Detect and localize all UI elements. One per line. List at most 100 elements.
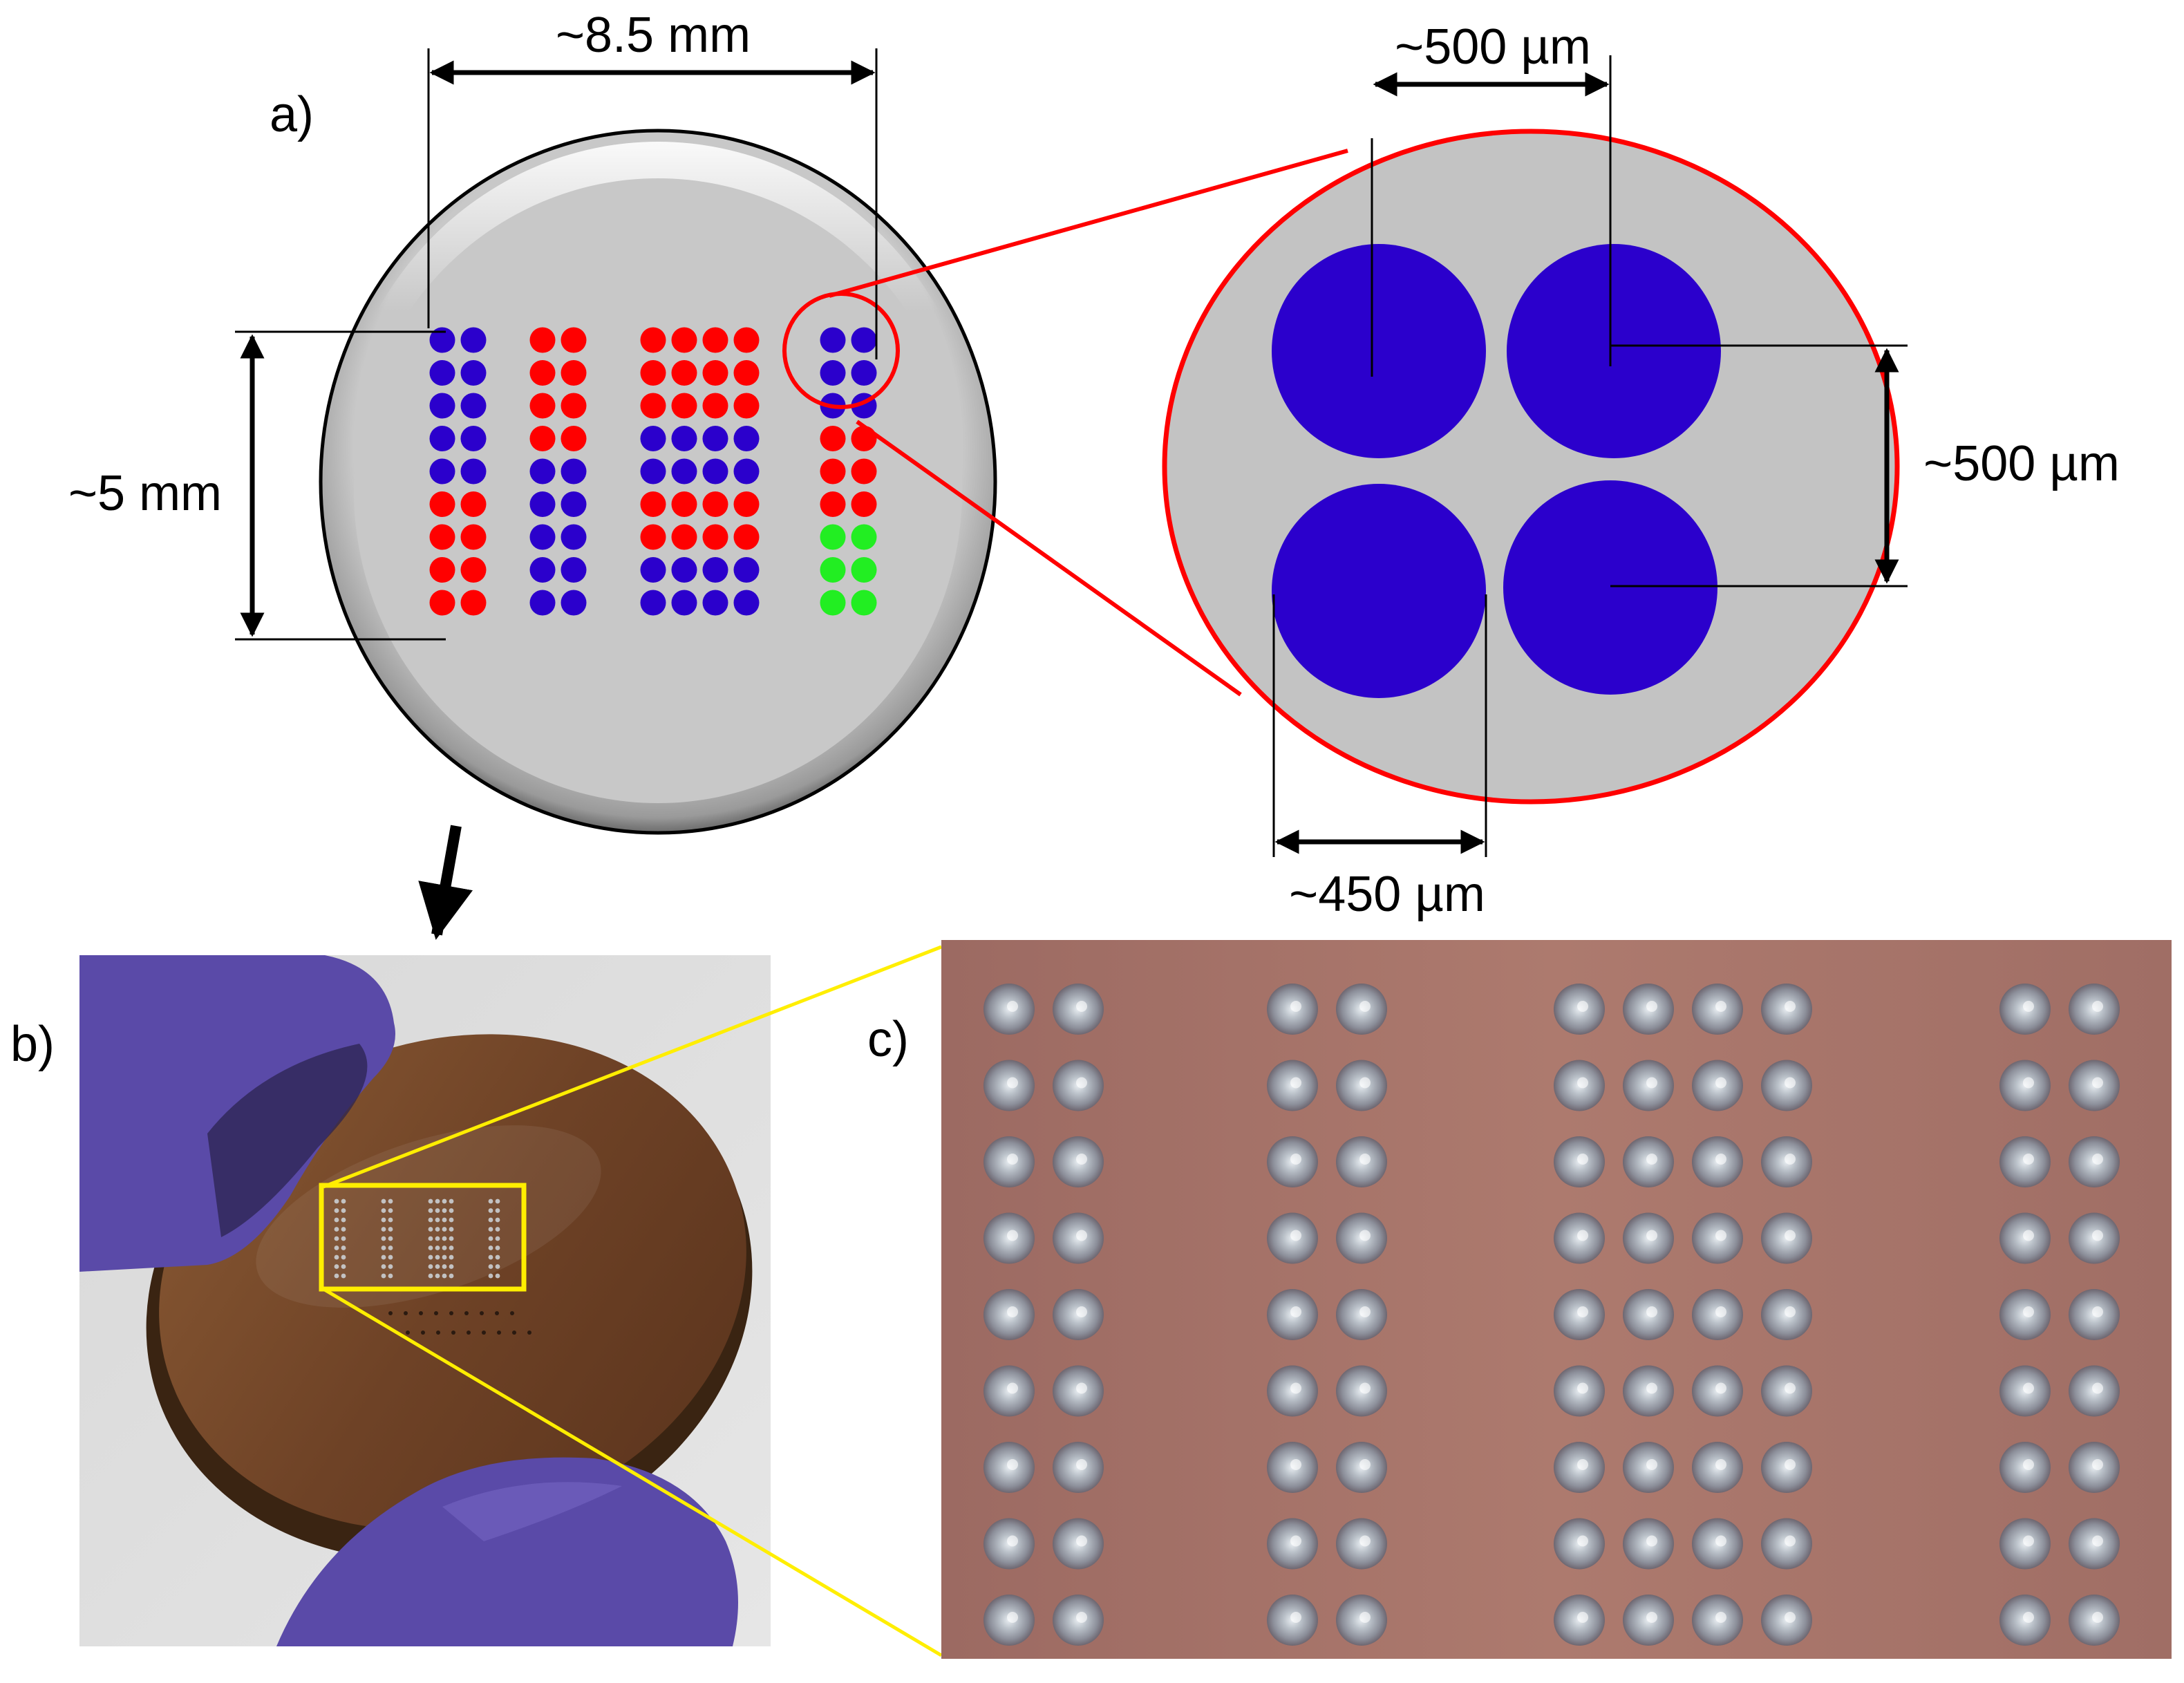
photo-spot: [442, 1198, 447, 1204]
micro-well-highlight: [1359, 1382, 1371, 1394]
spot-blue: [702, 458, 728, 485]
spot-blue: [561, 524, 587, 550]
photo-spot: [488, 1273, 493, 1279]
photo-spot: [495, 1236, 500, 1241]
micro-well-highlight: [1290, 1077, 1301, 1089]
micro-well-highlight: [2023, 1459, 2034, 1470]
spot-blue: [561, 458, 587, 485]
spot-blue: [561, 557, 587, 583]
photo-spot: [488, 1245, 493, 1250]
spot-blue: [529, 590, 556, 616]
spot-red: [429, 590, 455, 616]
spot-array: [429, 327, 877, 616]
spot-blue: [733, 426, 760, 451]
spot-red: [733, 360, 760, 386]
photo-spot: [488, 1254, 493, 1260]
spot-green: [851, 590, 877, 616]
micro-well-highlight: [1577, 1382, 1588, 1394]
micro-well-highlight: [1007, 1612, 1018, 1623]
micro-well-highlight: [2092, 1230, 2103, 1241]
micro-well-highlight: [1646, 1001, 1657, 1012]
spot-green: [851, 557, 877, 583]
photo-spot: [428, 1217, 433, 1223]
micro-well-highlight: [2023, 1535, 2034, 1547]
photo-spot: [381, 1227, 386, 1232]
photo-spot: [388, 1227, 393, 1232]
micro-well-highlight: [1715, 1612, 1726, 1623]
micro-well-highlight: [1076, 1154, 1087, 1165]
micro-well-highlight: [1577, 1612, 1588, 1623]
magnified-spot: [1503, 480, 1717, 695]
photo-mark: [480, 1311, 484, 1315]
photo-spot: [334, 1217, 339, 1223]
micro-well-highlight: [1290, 1001, 1301, 1012]
spot-blue: [702, 426, 728, 451]
micro-well-highlight: [1785, 1077, 1796, 1089]
spot-red: [851, 426, 877, 451]
photo-spot: [334, 1208, 339, 1213]
photo-spot: [428, 1264, 433, 1269]
photo: [79, 955, 771, 1646]
micro-well-highlight: [1076, 1382, 1087, 1394]
micro-well-highlight: [2092, 1001, 2103, 1012]
spot-blue: [429, 426, 455, 451]
micro-well-highlight: [1785, 1306, 1796, 1317]
micro-well-highlight: [1577, 1077, 1588, 1089]
spot-blue: [640, 590, 666, 616]
photo-spot: [428, 1198, 433, 1204]
micro-well-highlight: [1785, 1154, 1796, 1165]
spot-red: [820, 491, 846, 517]
photo-spot: [449, 1273, 454, 1279]
micro-well-highlight: [2092, 1306, 2103, 1317]
micro-well-highlight: [2092, 1459, 2103, 1470]
photo-spot: [341, 1236, 346, 1241]
photo-spot: [388, 1273, 393, 1279]
micro-well-highlight: [1646, 1306, 1657, 1317]
spot-red: [671, 491, 697, 517]
micro-well-highlight: [1646, 1154, 1657, 1165]
photo-mark: [467, 1331, 471, 1335]
micro-well-highlight: [1076, 1001, 1087, 1012]
micro-well-highlight: [1290, 1459, 1301, 1470]
photo-spot: [442, 1217, 447, 1223]
spot-red: [561, 327, 587, 353]
spot-green: [820, 590, 846, 616]
spot-blue: [460, 360, 487, 386]
photo-spot: [428, 1227, 433, 1232]
micro-well-highlight: [1290, 1230, 1301, 1241]
spot-blue: [460, 327, 487, 353]
photo-spot: [435, 1227, 440, 1232]
micro-well-highlight: [1715, 1154, 1726, 1165]
photo-mark: [512, 1331, 516, 1335]
zoom-connector-bottom: [856, 420, 1242, 697]
micro-well-highlight: [2092, 1382, 2103, 1394]
spot-red: [429, 557, 455, 583]
micro-well-highlight: [1007, 1459, 1018, 1470]
micro-well-highlight: [1290, 1154, 1301, 1165]
spot-red: [640, 393, 666, 419]
photo-spot-array: [334, 1198, 531, 1335]
micro-well-highlight: [1646, 1077, 1657, 1089]
width-dimension: ~8.5 mm: [427, 8, 878, 359]
spot-red: [561, 393, 587, 419]
micro-well-highlight: [1076, 1612, 1087, 1623]
spot-red: [820, 426, 846, 451]
photo-spot: [495, 1245, 500, 1250]
spot-red: [640, 360, 666, 386]
photo-spot: [334, 1227, 339, 1232]
photo-mark: [497, 1331, 501, 1335]
photo-mark: [495, 1311, 499, 1315]
spot-blue: [671, 557, 697, 583]
micro-well-highlight: [1577, 1306, 1588, 1317]
photo-spot: [388, 1208, 393, 1213]
photo-spot: [388, 1217, 393, 1223]
photo-spot: [435, 1217, 440, 1223]
spot-red: [702, 393, 728, 419]
micro-well-highlight: [1007, 1001, 1018, 1012]
spot-red: [671, 524, 697, 550]
photo-spot: [381, 1236, 386, 1241]
micro-well-highlight: [2023, 1230, 2034, 1241]
micro-well-highlight: [2092, 1077, 2103, 1089]
photo-mark: [451, 1331, 455, 1335]
micro-well-highlight: [1577, 1154, 1588, 1165]
